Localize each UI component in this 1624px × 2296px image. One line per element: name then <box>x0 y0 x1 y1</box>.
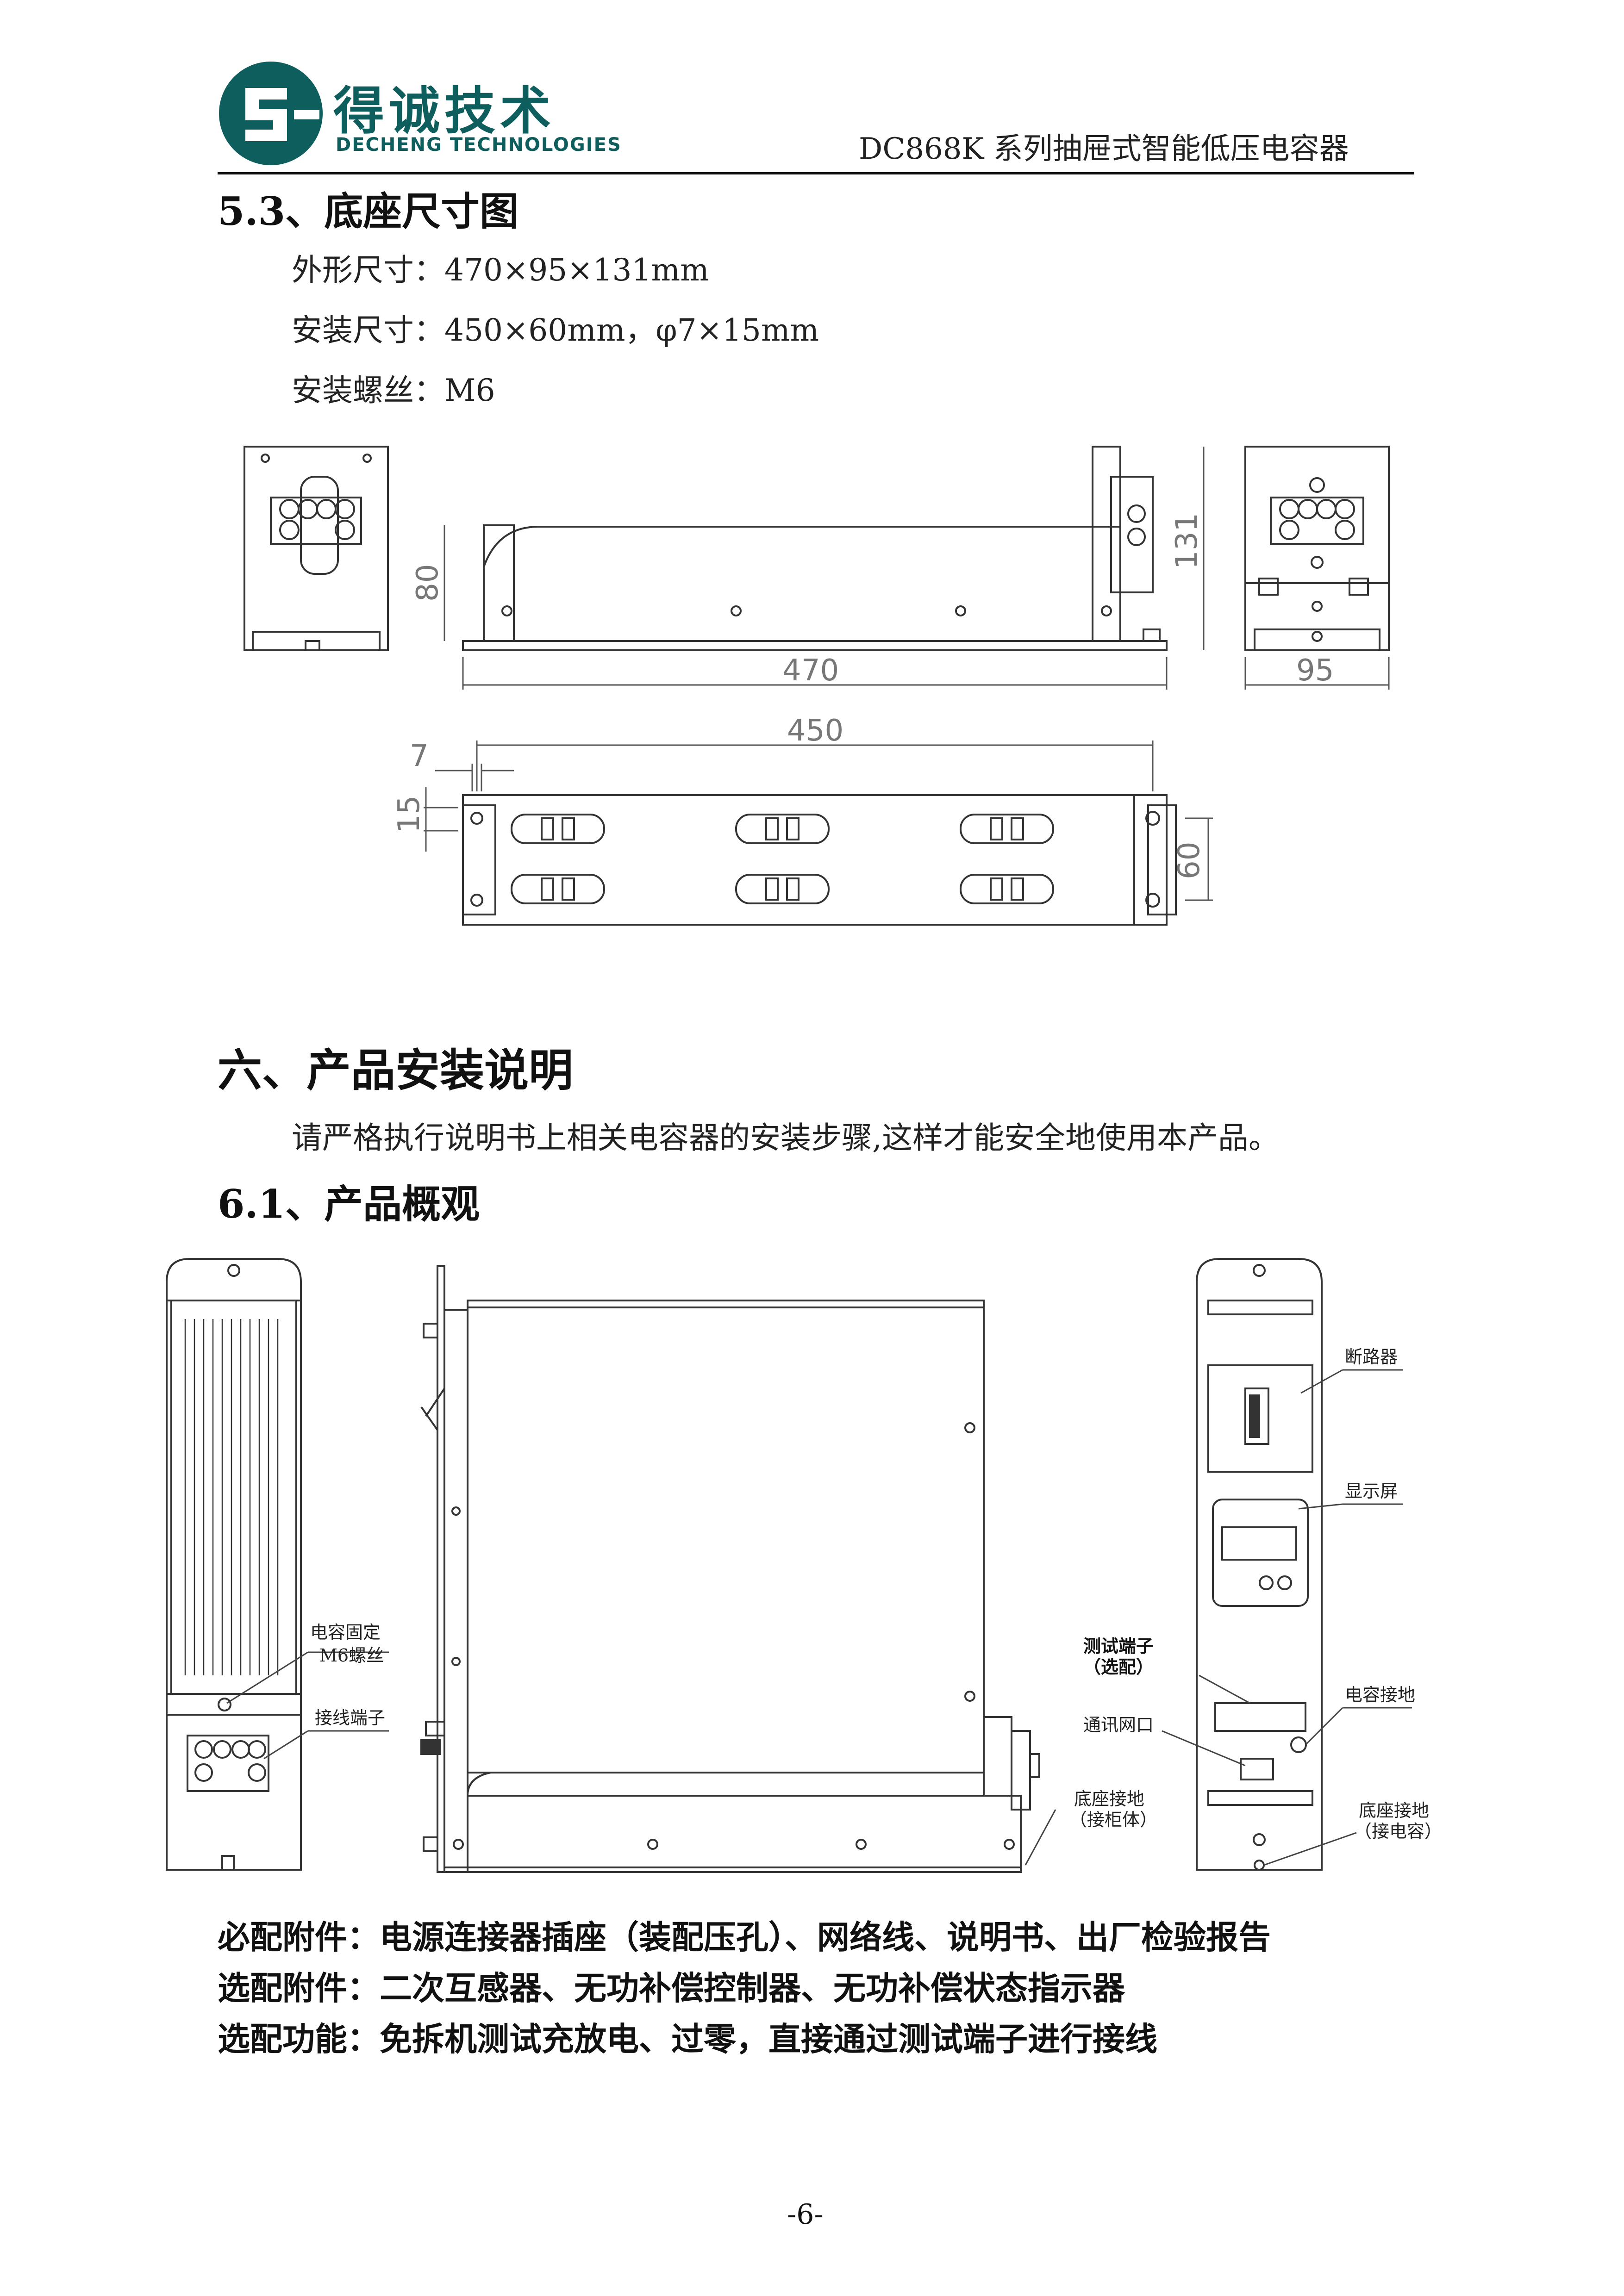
base-end-view-right <box>1244 446 1390 651</box>
optional-features: 选配功能：免拆机测试充放电、过零，直接通过测试端子进行接线 <box>218 2020 1157 2058</box>
label-breaker: 断路器 <box>1345 1347 1398 1367</box>
required-accessories: 必配附件：电源连接器插座（装配压孔）、网络线、说明书、出厂检验报告 <box>218 1918 1271 1956</box>
logo-chinese-name: 得诚技术 <box>333 81 556 141</box>
product-overview-drawing: 电容固定 M6螺丝 接线端子 断路器 显示屏 测试端子 （选配） 电容接地 通讯… <box>166 1258 1442 1873</box>
spec-mount-screw: 安装螺丝：M6 <box>292 373 495 408</box>
base-side-view <box>462 446 1168 651</box>
dim-7: 7 <box>410 739 429 773</box>
dimension-lines <box>424 447 1390 901</box>
label-test-terminal-2: （选配） <box>1083 1656 1154 1677</box>
label-net-port: 通讯网口 <box>1083 1715 1154 1735</box>
section-5-3-heading: 5.3、底座尺寸图 <box>218 188 519 234</box>
label-fix-screw-1: 电容固定 <box>310 1622 381 1643</box>
leader-lines <box>226 1369 1412 1866</box>
label-cap-ground: 电容接地 <box>1345 1685 1415 1705</box>
spec-outline-size: 外形尺寸：470×95×131mm <box>292 252 709 288</box>
base-end-view-left <box>244 446 389 651</box>
header: 得诚技术 DECHENG TECHNOLOGIES DC868K 系列抽屉式智能… <box>0 0 1624 194</box>
company-logo-icon <box>219 62 323 165</box>
label-display: 显示屏 <box>1345 1481 1398 1501</box>
spec-mount-size: 安装尺寸：450×60mm，φ7×15mm <box>292 312 819 348</box>
dim-131: 131 <box>1170 513 1204 569</box>
header-divider <box>218 172 1414 174</box>
dim-95: 95 <box>1296 653 1334 688</box>
dim-470: 470 <box>782 653 839 688</box>
product-front-view-left <box>166 1258 302 1871</box>
section-6-heading: 六、产品安装说明 <box>218 1044 573 1096</box>
logo-english-name: DECHENG TECHNOLOGIES <box>336 134 622 156</box>
label-base-ground-cabinet-2: （接柜体） <box>1069 1810 1157 1830</box>
label-test-terminal-1: 测试端子 <box>1083 1636 1154 1656</box>
page-number: -6- <box>787 2198 824 2231</box>
optional-accessories: 选配附件：二次互感器、无功补偿控制器、无功补偿状态指示器 <box>218 1969 1125 2007</box>
dim-60: 60 <box>1172 842 1206 879</box>
product-side-view <box>420 1265 1040 1873</box>
section-6-intro: 请严格执行说明书上相关电容器的安装步骤,这样才能安全地使用本产品。 <box>292 1120 1279 1156</box>
document-title: DC868K 系列抽屉式智能低压电容器 <box>859 132 1349 166</box>
product-front-view-right <box>1196 1258 1323 1871</box>
dim-450: 450 <box>787 714 843 748</box>
dim-80: 80 <box>411 564 445 602</box>
base-dimension-drawing: 80 470 131 95 450 7 15 60 <box>244 446 1390 926</box>
section-6-1-heading: 6.1、产品概观 <box>218 1181 480 1227</box>
dim-15: 15 <box>392 796 426 833</box>
label-base-ground-capacitor-1: 底座接地 <box>1359 1800 1429 1821</box>
label-fix-screw-2: M6螺丝 <box>319 1645 384 1666</box>
label-terminal: 接线端子 <box>315 1708 385 1728</box>
label-base-ground-capacitor-2: （接电容） <box>1354 1821 1442 1842</box>
label-base-ground-cabinet-1: 底座接地 <box>1074 1789 1144 1809</box>
base-plan-view <box>462 794 1177 926</box>
